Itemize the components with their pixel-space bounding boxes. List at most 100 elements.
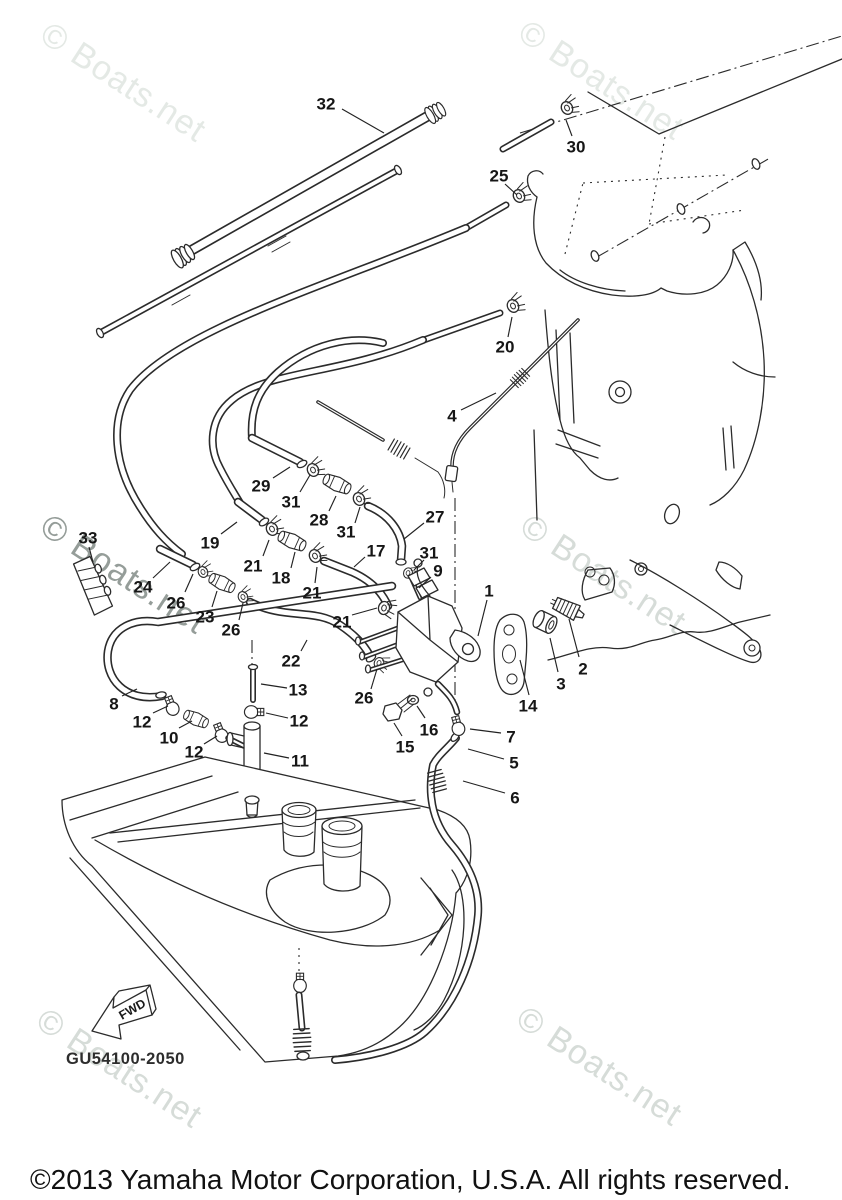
callout-leader-31 — [299, 474, 311, 493]
manifold-33 — [72, 555, 114, 616]
fuel-tank — [61, 756, 472, 1063]
fwd-arrow: FWD — [91, 984, 157, 1040]
part-callouts: 3230252042931283119211821172731933242623… — [79, 95, 588, 808]
bushing-3 — [532, 610, 558, 634]
part-callout-21: 21 — [303, 584, 322, 603]
callout-leader-6 — [462, 780, 506, 794]
callout-leader-28 — [328, 495, 337, 512]
part-callout-27: 27 — [426, 508, 445, 527]
callout-leader-26 — [238, 602, 244, 621]
diagram-code: GU54100-2050 — [66, 1050, 185, 1068]
part-callout-1: 1 — [484, 582, 493, 601]
callout-leader-25 — [504, 183, 518, 196]
part-callout-26: 26 — [222, 621, 241, 640]
callout-leader-5 — [467, 748, 505, 760]
callout-leader-19 — [220, 521, 238, 535]
part-callout-10: 10 — [160, 729, 179, 748]
filler-neck-small — [281, 801, 317, 857]
callout-leader-12 — [265, 712, 289, 719]
callout-leader-27 — [403, 522, 425, 540]
gasket-14 — [493, 613, 528, 696]
joint-11 — [226, 721, 261, 776]
callout-leader-8 — [121, 688, 138, 697]
part-callout-6: 6 — [510, 789, 519, 808]
watermark-text: © Boats.net — [34, 15, 213, 150]
valve-2 — [550, 596, 585, 621]
part-callout-8: 8 — [109, 695, 118, 714]
part-callout-20: 20 — [496, 338, 515, 357]
part-callout-17: 17 — [367, 542, 386, 561]
engine-outline — [454, 35, 842, 712]
callout-leader-21 — [314, 566, 318, 584]
watermark-text: © Boats.net — [510, 999, 689, 1134]
callout-leader-21 — [262, 539, 270, 557]
part-callout-4: 4 — [447, 407, 457, 426]
part-callout-30: 30 — [567, 138, 586, 157]
callout-leader-13 — [260, 683, 288, 689]
part-callout-5: 5 — [509, 754, 518, 773]
callout-leader-26 — [184, 573, 194, 593]
part-callout-31: 31 — [420, 544, 439, 563]
part-callout-21: 21 — [244, 557, 263, 576]
callout-leader-33 — [88, 546, 94, 563]
part-callout-33: 33 — [79, 529, 98, 548]
copyright-text: ©2013 Yamaha Motor Corporation, U.S.A. A… — [30, 1164, 790, 1195]
callout-leader-24 — [152, 561, 171, 579]
callout-leader-31 — [413, 559, 425, 571]
callout-leader-23 — [211, 590, 218, 608]
part-callout-22: 22 — [282, 652, 301, 671]
callout-leader-4 — [460, 392, 497, 411]
bolt-15 — [382, 694, 415, 722]
part-callout-13: 13 — [289, 681, 308, 700]
part-callout-29: 29 — [252, 477, 271, 496]
callout-leader-32 — [341, 108, 385, 134]
callout-leader-3 — [549, 637, 559, 673]
part-callout-31: 31 — [282, 493, 301, 512]
part-callout-3: 3 — [556, 675, 565, 694]
part-callout-12: 12 — [290, 712, 309, 731]
callout-leader-18 — [290, 551, 296, 569]
part-callout-2: 2 — [578, 660, 587, 679]
oil-tubes-and-cables — [95, 92, 583, 499]
callout-leader-22 — [300, 639, 308, 652]
callout-leader-15 — [393, 722, 403, 737]
callout-leader-21 — [351, 607, 378, 616]
callout-leader-17 — [353, 556, 366, 568]
callout-leader-30 — [565, 119, 573, 137]
callout-leader-10 — [178, 720, 193, 729]
part-callout-24: 24 — [134, 578, 153, 597]
callout-leader-7 — [469, 728, 502, 734]
part-callout-12: 12 — [133, 713, 152, 732]
hose-loop-inner — [247, 336, 387, 442]
part-callout-19: 19 — [201, 534, 220, 553]
part-callout-18: 18 — [272, 569, 291, 588]
part-callout-26: 26 — [355, 689, 374, 708]
part-callout-14: 14 — [519, 697, 538, 716]
callout-leader-26 — [370, 668, 378, 690]
part-callout-32: 32 — [317, 95, 336, 114]
part-callout-26: 26 — [167, 594, 186, 613]
callout-leader-12 — [152, 705, 169, 714]
callout-leader-2 — [568, 618, 580, 658]
washer-16 — [406, 694, 420, 706]
callout-leader-12 — [203, 735, 218, 745]
callout-leader-1 — [477, 599, 488, 637]
part-callout-21: 21 — [333, 613, 352, 632]
part-callout-28: 28 — [310, 511, 329, 530]
part-callout-11: 11 — [291, 752, 309, 771]
callout-leader-11 — [263, 752, 290, 759]
callout-leader-14 — [519, 659, 530, 696]
part-callout-7: 7 — [506, 728, 515, 747]
oil-pump-assembly — [72, 555, 585, 1064]
part-callout-25: 25 — [490, 167, 509, 186]
callout-leader-16 — [416, 705, 426, 719]
tank-inlet-fitting — [244, 795, 260, 818]
part-callout-16: 16 — [420, 721, 439, 740]
tank-outlet-hose — [291, 948, 313, 1061]
part-callout-9: 9 — [433, 562, 442, 581]
callout-leader-9 — [418, 576, 432, 589]
part-callout-15: 15 — [396, 738, 415, 757]
part-callout-31: 31 — [337, 523, 356, 542]
